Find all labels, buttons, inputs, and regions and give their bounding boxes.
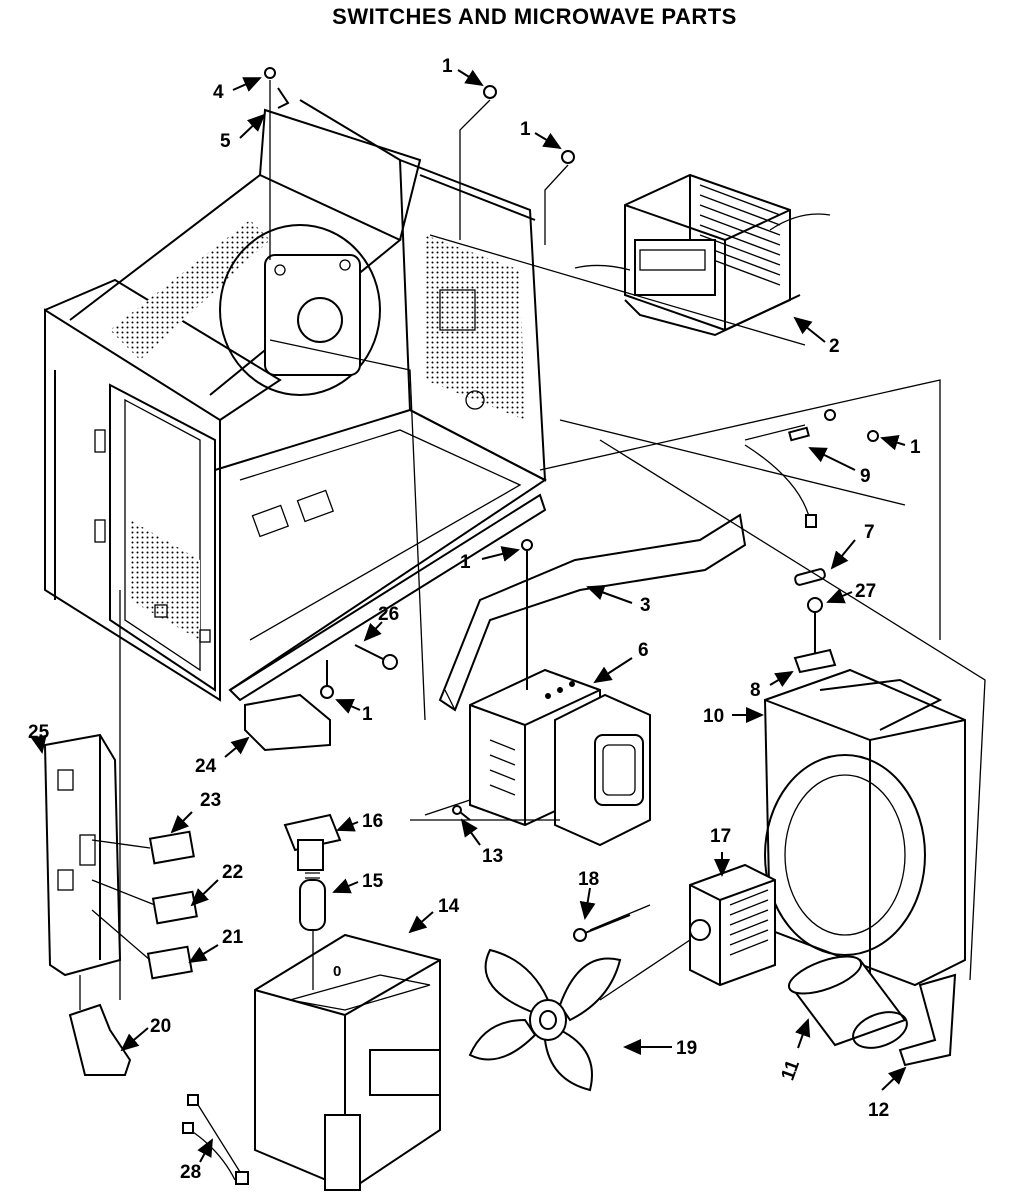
callout-25-arrow: [31, 734, 47, 754]
switch-23: [148, 830, 195, 865]
callout-25: 25: [28, 722, 50, 743]
fan-duct: [763, 668, 966, 987]
oven-chassis: [44, 99, 547, 702]
fuse-and-small-parts: [793, 568, 837, 674]
callout-1b-arrow: [534, 132, 562, 150]
callout-1d: 1: [460, 552, 471, 573]
callout-3-arrow: [586, 584, 633, 604]
callout-27: 27: [855, 581, 876, 602]
callout-23: 23: [200, 790, 221, 811]
callout-1c-arrow: [880, 435, 906, 451]
callout-14: 14: [438, 896, 460, 917]
callout-6: 6: [638, 640, 649, 661]
callout-7: 7: [864, 522, 875, 543]
callout-7-arrow: [830, 539, 856, 570]
callout-13: 13: [482, 846, 503, 867]
callout-14-arrow: [408, 911, 434, 934]
callout-22-arrow: [190, 879, 219, 907]
callout-1d-arrow: [481, 546, 520, 562]
latch-24: [244, 693, 331, 752]
callouts: 4 5 1 1 2 1 9 7 27 8 1 3 6 26 1 25 24: [28, 56, 921, 1183]
callout-4: 4: [213, 82, 224, 103]
callout-8: 8: [750, 680, 761, 701]
callout-2-arrow: [793, 316, 826, 343]
callout-17: 17: [710, 826, 731, 847]
callout-28-arrow: [197, 1138, 213, 1163]
hv-harness: [744, 409, 836, 528]
callout-24: 24: [195, 756, 217, 777]
callout-21-arrow: [188, 944, 219, 964]
callout-1a-arrow: [457, 69, 484, 87]
callout-15-arrow: [332, 878, 359, 894]
air-guide: 0: [254, 933, 441, 1192]
callout-23-arrow: [170, 811, 193, 834]
callout-3: 3: [640, 595, 651, 616]
callout-1c: 1: [910, 437, 921, 458]
callout-26-arrow: [363, 621, 383, 642]
callout-18-arrow: [579, 887, 596, 920]
callout-16: 16: [362, 811, 383, 832]
callout-5: 5: [220, 131, 231, 152]
callout-18: 18: [578, 869, 599, 890]
callout-9-arrow: [808, 447, 856, 471]
callout-1b: 1: [520, 119, 531, 140]
callout-28: 28: [180, 1162, 201, 1183]
screws: [264, 67, 879, 821]
diagram-title: SWITCHES AND MICROWAVE PARTS: [332, 4, 737, 29]
callout-2: 2: [829, 336, 840, 357]
magnetron: [469, 668, 651, 847]
callout-12-arrow: [881, 1066, 907, 1091]
callout-6-arrow: [593, 657, 633, 684]
callout-27-arrow: [826, 588, 853, 604]
callout-11-arrow: [795, 1018, 811, 1049]
wire-28: [182, 1094, 249, 1185]
callout-4-arrow: [232, 77, 262, 92]
callout-26: 26: [378, 604, 399, 625]
callout-1e-arrow: [335, 699, 361, 714]
interlock-bracket: [43, 733, 122, 977]
high-voltage-transformer: [574, 173, 831, 337]
callout-21: 21: [222, 927, 244, 948]
callout-11: 11: [777, 1057, 804, 1083]
callout-13-arrow: [460, 818, 481, 846]
lamp-bulb: [299, 872, 326, 931]
callout-20: 20: [150, 1016, 171, 1037]
callout-10: 10: [703, 706, 724, 727]
callout-20-arrow: [120, 1027, 149, 1052]
callout-19: 19: [676, 1038, 697, 1059]
callout-24-arrow: [224, 736, 250, 758]
callout-22: 22: [222, 862, 243, 883]
screw-18: [573, 914, 631, 942]
callout-1e: 1: [362, 704, 373, 725]
callout-16-arrow: [336, 816, 359, 832]
switch-22: [151, 890, 198, 925]
lever-20: [68, 1003, 132, 1076]
assembly-lines: [79, 80, 986, 1010]
support-bracket: [438, 513, 747, 712]
callout-5-arrow: [239, 113, 266, 139]
fan-blade: [468, 948, 622, 1092]
fan-duct-mark: 0: [333, 963, 341, 980]
switch-21: [146, 945, 193, 980]
bolt-26: [354, 644, 398, 670]
callout-1a: 1: [442, 56, 453, 77]
lamp-socket: [283, 813, 342, 871]
callout-8-arrow: [769, 670, 794, 688]
hv-capacitor: [787, 955, 957, 1067]
callout-9: 9: [860, 466, 871, 487]
callout-12: 12: [868, 1100, 889, 1121]
fan-motor: [689, 863, 776, 987]
callout-15: 15: [362, 871, 384, 892]
